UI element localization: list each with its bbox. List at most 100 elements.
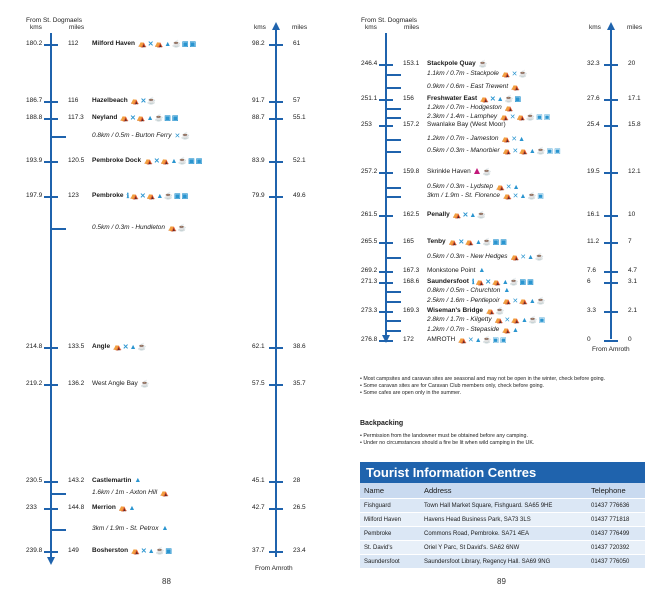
place-name: 0.5km / 0.3m - Manorbier⛺✕⛺▲☕▣▣ <box>427 147 562 155</box>
distance-miles-from-amroth: 12.1 <box>628 168 641 175</box>
axis-tick <box>379 125 393 127</box>
route-subpoint-row: 0.8km / 0.5m - Churchton▲ <box>335 287 670 297</box>
amenity-icons: ▲ <box>134 477 143 484</box>
place-name: 1.2km / 0.7m - Hodgeston⛺ <box>427 104 515 112</box>
axis-tick <box>379 215 393 217</box>
distance-km-from-amroth: 32.3 <box>587 60 600 67</box>
table-row: St. David's Oriel Y Parc, St David's. SA… <box>360 540 645 555</box>
left-page: From St. Dogmaels kms miles kms miles 18… <box>0 17 335 586</box>
distance-km-from-amroth: 0 <box>587 336 591 343</box>
distance-miles-from-amroth: 49.6 <box>293 192 306 199</box>
place-name: Monkstone Point▲ <box>427 267 486 274</box>
distance-miles-from-amroth: 23.4 <box>293 547 306 554</box>
axis-tick <box>604 125 618 127</box>
backpacking-heading: Backpacking <box>360 420 404 427</box>
distance-km-from-amroth: 19.5 <box>587 168 600 175</box>
distance-miles-from-amroth: 15.8 <box>628 121 641 128</box>
left-page-number: 88 <box>162 577 171 586</box>
cell-telephone: 01437 776636 <box>587 498 645 513</box>
distance-miles: 120.5 <box>68 157 85 164</box>
distance-miles: 169.3 <box>403 307 420 314</box>
distance-km: 261.5 <box>361 211 378 218</box>
distance-km: 251.1 <box>361 95 378 102</box>
distance-km: 257.2 <box>361 168 378 175</box>
place-name: Hazelbeach⛺✕☕ <box>92 97 157 105</box>
axis-tick <box>379 172 393 174</box>
place-name: 1.2km / 0.7m - Stepaside⛺▲ <box>427 326 520 334</box>
distance-km-from-amroth: 83.9 <box>252 157 265 164</box>
place-name: 2.5km / 1.6m - Pentlepoir⛺✕⛺▲☕ <box>427 297 547 305</box>
left-secondary-axis <box>275 28 277 557</box>
place-name: Penally⛺✕▲☕ <box>427 211 487 219</box>
distance-km: 219.2 <box>26 380 43 387</box>
left-header-miles: miles <box>69 24 85 31</box>
amenity-icons: ⛺✕▲☕ <box>510 254 545 261</box>
place-label: Merrion <box>92 504 116 511</box>
place-label: Freshwater East <box>427 95 478 102</box>
right-header-miles: miles <box>404 24 420 31</box>
axis-tick <box>385 87 401 89</box>
left-footer-from: From Amroth <box>255 565 293 572</box>
route-subpoint-row: 0.5km / 0.3m - Manorbier⛺✕⛺▲☕▣▣ <box>335 147 670 157</box>
distance-miles-from-amroth: 61 <box>293 40 301 47</box>
axis-tick <box>44 118 58 120</box>
distance-km: 230.5 <box>26 477 43 484</box>
col-header-name: Name <box>360 483 420 499</box>
place-label: AMROTH <box>427 336 456 343</box>
place-label: Neyland <box>92 114 118 121</box>
amenity-icons: ⛺✕⛺▲☕▣ <box>494 317 547 324</box>
distance-km: 269.2 <box>361 267 378 274</box>
place-label: 0.5km / 0.3m - Lydstep <box>427 183 493 190</box>
place-name: West Angle Bay☕ <box>92 380 151 388</box>
distance-miles: 172 <box>403 336 414 343</box>
amenity-icons: ☕ <box>482 169 493 176</box>
axis-tick <box>269 508 283 510</box>
cell-telephone: 01437 776499 <box>587 526 645 541</box>
amenity-icons: ⛺✕⛺▲☕ <box>502 298 547 305</box>
place-name: 3km / 1.9m - St. Petrox▲ <box>92 525 169 532</box>
place-label: 0.8km / 0.5m - Churchton <box>427 287 501 294</box>
distance-miles: 143.2 <box>68 477 85 484</box>
axis-tick <box>44 508 58 510</box>
distance-km: 276.8 <box>361 336 378 343</box>
axis-tick <box>604 311 618 313</box>
axis-tick <box>269 551 283 553</box>
distance-miles: 159.8 <box>403 168 420 175</box>
distance-miles: 123 <box>68 192 79 199</box>
distance-miles: 116 <box>68 97 79 104</box>
axis-tick <box>269 384 283 386</box>
amenity-icons: ⛺☕ <box>167 225 188 232</box>
amenity-icons: ℹ⛺✕⛺▲☕▣▣ <box>126 193 190 200</box>
distance-miles-from-amroth: 35.7 <box>293 380 306 387</box>
table-row: Saundersfoot Saundersfoot Library, Regen… <box>360 554 645 569</box>
axis-tick <box>385 257 401 259</box>
distance-km-from-amroth: 25.4 <box>587 121 600 128</box>
distance-miles-from-amroth: 28 <box>293 477 301 484</box>
right-secondary-axis <box>610 28 612 339</box>
distance-km: 265.5 <box>361 238 378 245</box>
place-label: Hazelbeach <box>92 97 128 104</box>
amenity-icons: ⛺✕⛺▲☕▣▣ <box>502 148 562 155</box>
place-name: 0.9km / 0.6m - East Trewent⛺ <box>427 83 521 91</box>
axis-tick <box>269 481 283 483</box>
right-footer-from: From Amroth <box>592 346 630 353</box>
axis-tick <box>604 271 618 273</box>
axis-tick <box>50 493 66 495</box>
place-name: Neyland⛺✕⛺▲☕▣▣ <box>92 114 179 122</box>
axis-tick <box>50 136 66 138</box>
route-subpoint-row: 0.9km / 0.6m - East Trewent⛺ <box>335 83 670 93</box>
route-subpoint-row: 3km / 1.9m - St. Florence⛺✕▲☕▣ <box>335 192 670 202</box>
route-subpoint-row: 0.5km / 0.3m - Lydstep⛺✕▲ <box>335 183 670 193</box>
table-row: Pembroke Commons Road, Pembroke. SA71 4E… <box>360 526 645 541</box>
axis-tick <box>604 99 618 101</box>
distance-km: 214.8 <box>26 343 43 350</box>
place-name: 1.1km / 0.7m - Stackpole⛺✕☕ <box>427 70 528 78</box>
amenity-icons: ⛺✕⛺▲☕▣▣ <box>144 158 204 165</box>
distance-miles-from-amroth: 0 <box>628 336 632 343</box>
